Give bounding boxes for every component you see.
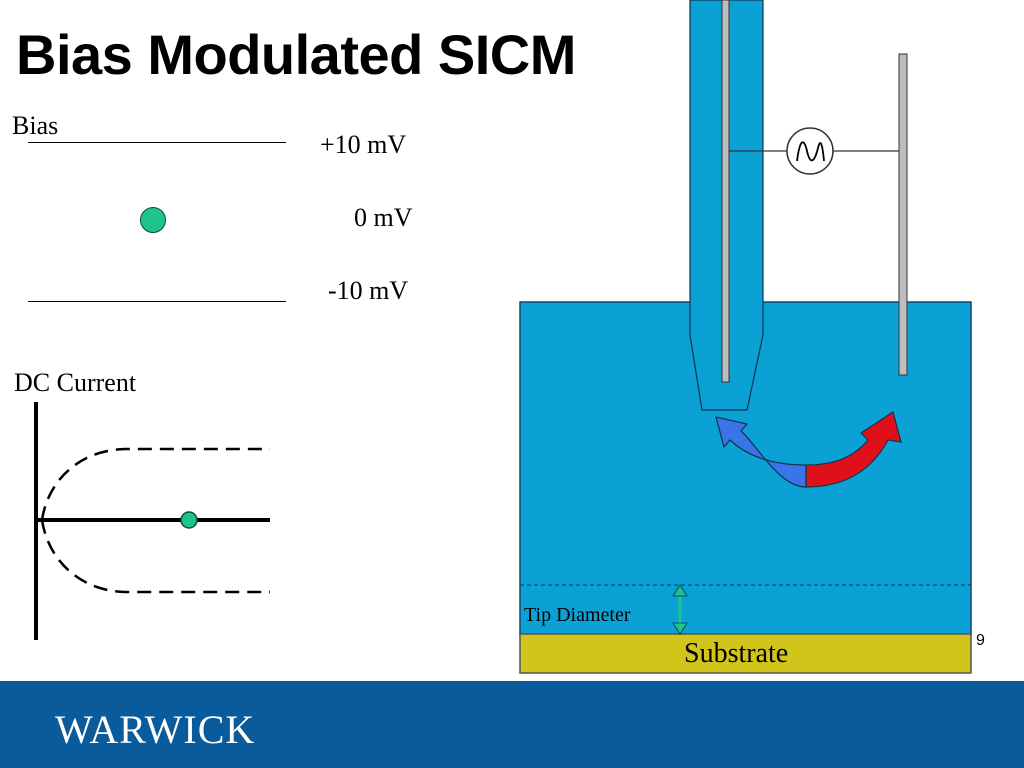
- pipette-electrode: [721, 0, 730, 383]
- tip-diameter-label: Tip Diameter: [524, 604, 631, 626]
- substrate-block: [519, 633, 972, 674]
- bias-level-minus10: -10 mV: [328, 276, 409, 305]
- footer-band: [0, 681, 1024, 768]
- current-lower-envelope: [40, 519, 270, 594]
- bias-lower-line: [28, 301, 286, 302]
- page-title: Bias Modulated SICM: [16, 23, 576, 86]
- current-upper-envelope: [40, 447, 270, 521]
- dc-current-label: DC Current: [14, 368, 137, 397]
- ac-source-sine-icon: [786, 127, 834, 175]
- bias-marker-dot: [140, 207, 166, 233]
- substrate-label: Substrate: [684, 638, 789, 669]
- ion-flux-arrow-red: [805, 411, 902, 488]
- bias-level-zero: 0 mV: [354, 203, 413, 232]
- ion-flux-arrow-blue: [715, 416, 807, 488]
- current-marker-dot: [180, 511, 198, 529]
- bias-label: Bias: [12, 111, 59, 140]
- bias-upper-line: [28, 142, 286, 143]
- bulk-electrode: [898, 53, 908, 376]
- tip-diameter-double-arrow: [672, 584, 688, 635]
- page-number: 9: [976, 632, 985, 649]
- warwick-logo: WARWICK: [55, 707, 256, 752]
- bias-level-plus10: +10 mV: [320, 130, 407, 159]
